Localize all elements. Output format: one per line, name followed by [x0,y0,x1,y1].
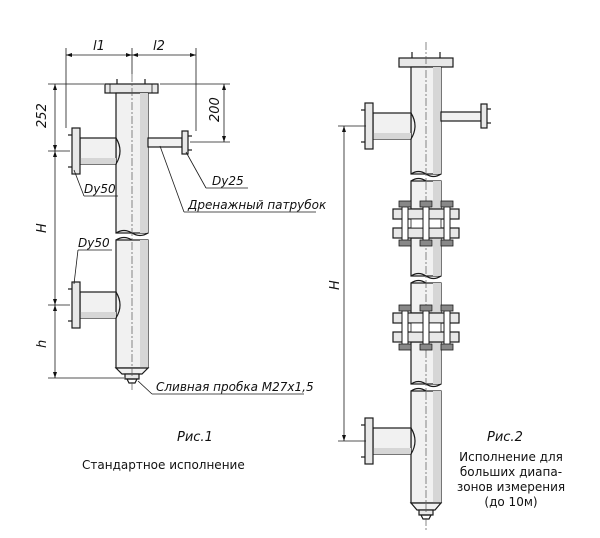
fig2-number: Рис.2 [487,430,523,445]
fig2-lower-branch [361,417,416,465]
fig1-dim-l1-l2: l1 l2 [65,39,197,131]
figure-2: H Рис.2 Исполнение для больших диапа- зо… [328,42,565,530]
label-dy50-bottom: Dy50 [78,236,110,250]
fig2-dy25-branch [440,103,491,129]
fig2-flange-joint-1 [392,200,460,247]
fig2-caption-line-3: зонов измерения [457,480,565,494]
label-drain-plug: Сливная пробка М27х1,5 [156,380,314,394]
fig1-number: Рис.1 [177,430,213,445]
fig2-caption-line-4: (до 10м) [484,495,537,509]
fig2-caption-line-1: Исполнение для [459,450,563,464]
fig1-top-flange [104,79,159,94]
fig2-dim-H: H [328,125,366,442]
fig1-dim-h: h [35,305,124,379]
fig2-caption-line-2: больших диапа- [460,465,562,479]
fig1-dim-H: H [35,151,70,306]
dim-l2: l2 [153,39,165,54]
dim-h: h [35,340,50,348]
dim-252: 252 [35,103,50,128]
fig2-dim-H-text: H [328,280,343,290]
dim-200: 200 [208,97,223,122]
fig2-upper-branch [361,102,416,150]
fig1-dy25-drain-branch [147,130,192,155]
dim-l1: l1 [93,39,105,54]
fig1-labels: Dy50 Dy25 Дренажный патрубок Dy50 Сливна… [73,145,327,395]
figure-1: l1 l2 252 200 H [35,39,327,472]
fig1-lower-dy50-branch [68,281,121,329]
label-dy25: Dy25 [212,174,244,188]
fig1-dim-252: 252 [35,83,104,152]
fig2-flange-joint-2 [392,304,460,351]
fig1-dim-200: 200 [160,83,230,143]
label-dy50-top: Dy50 [84,182,116,196]
fig1-caption: Стандартное исполнение [82,458,245,472]
fig1-upper-dy50-branch [68,127,121,175]
label-drain-nozzle: Дренажный патрубок [187,198,327,212]
dim-H: H [35,223,50,233]
